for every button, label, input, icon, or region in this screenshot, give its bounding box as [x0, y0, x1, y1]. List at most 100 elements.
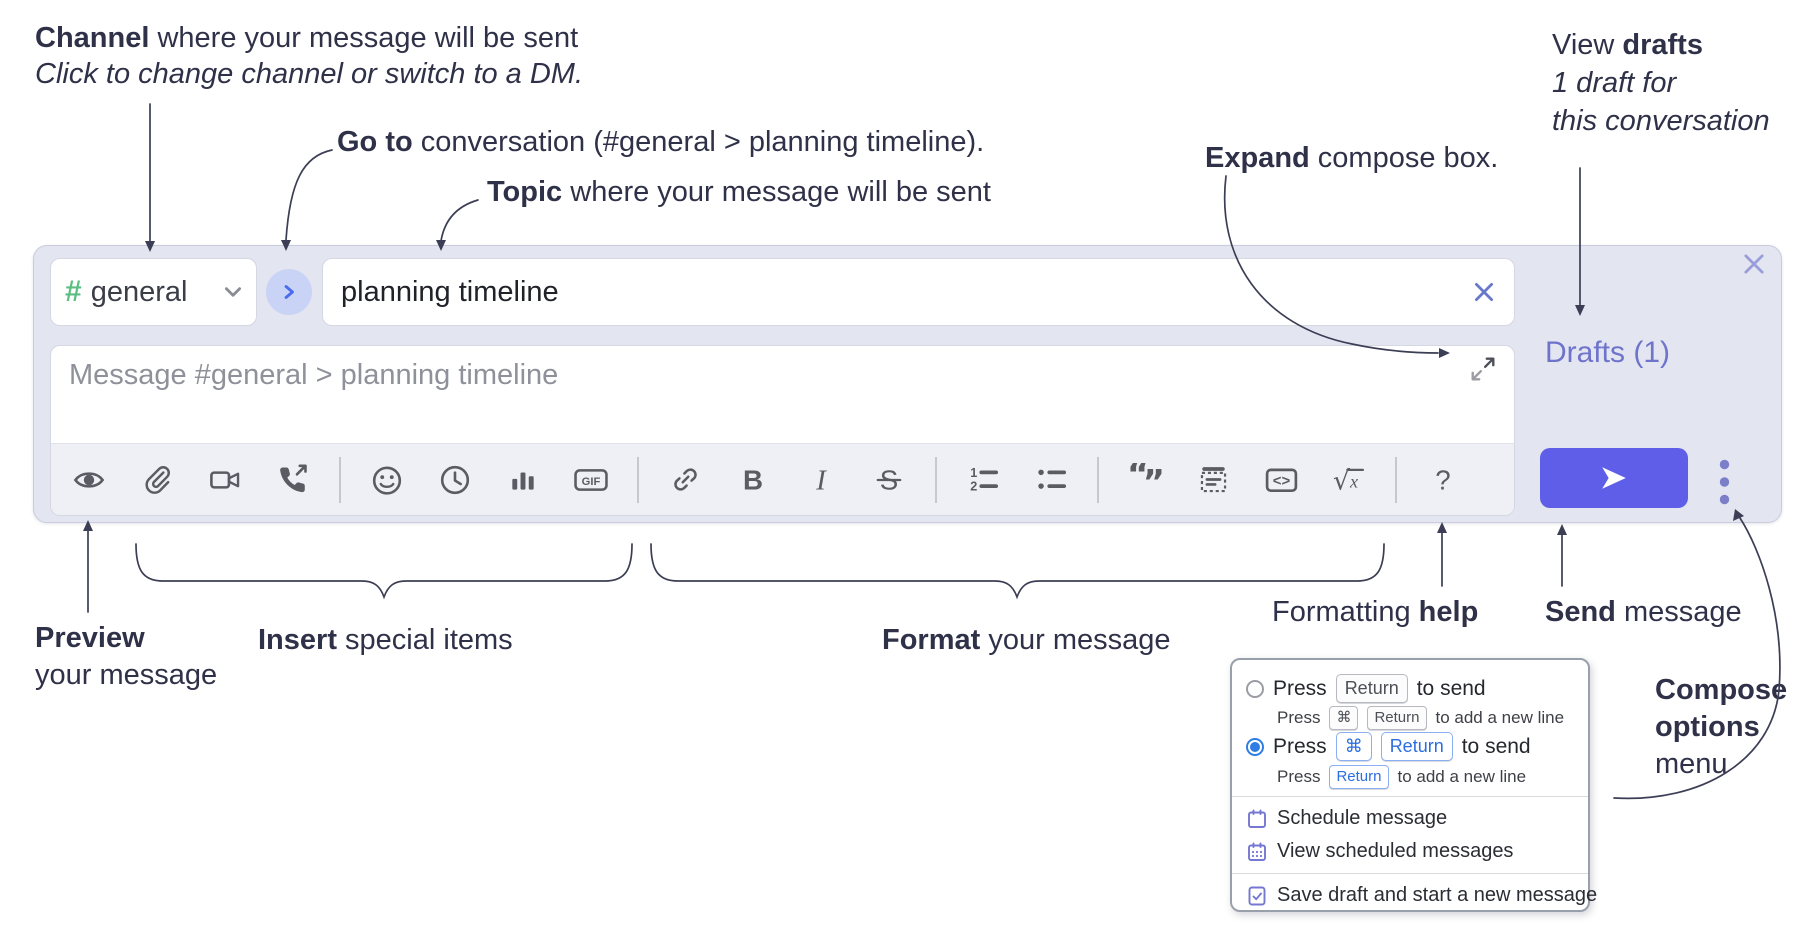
channel-selector-button[interactable]: # general: [50, 258, 257, 326]
insert-annotation: Insert special items: [258, 622, 513, 658]
toolbar-divider: [1395, 456, 1397, 503]
formatting-help-bold: help: [1418, 596, 1479, 628]
key-return: Return: [1329, 765, 1389, 789]
add-poll-button[interactable]: [501, 455, 545, 505]
menu-item-save-draft-new-message[interactable]: Save draft and start a new message: [1246, 884, 1597, 907]
bold-label: B: [743, 464, 763, 495]
ol-2-label: 2: [970, 480, 977, 494]
channel-annotation-rest: where your message will be sent: [149, 22, 579, 54]
math-x-glyph: x: [1349, 471, 1358, 491]
add-gif-button[interactable]: GIF: [569, 455, 613, 505]
attach-file-button[interactable]: [135, 455, 179, 505]
attach-paperclip-icon: [145, 465, 170, 494]
spoiler-icon: [1200, 467, 1226, 493]
view-drafts-line3: this conversation: [1552, 105, 1770, 137]
key-return: Return: [1367, 706, 1427, 730]
goto-annotation-bold: Go to: [337, 126, 413, 158]
topic-input-box: [322, 258, 1515, 326]
preview-annotation-line2: your message: [35, 659, 218, 691]
format-items-brace: [650, 543, 1385, 600]
bulleted-list-button[interactable]: [1029, 455, 1073, 505]
code-button[interactable]: <>: [1259, 455, 1303, 505]
enter-sends-popup: Press Return to send Press ⌘ Return to a…: [1230, 658, 1597, 912]
channel-annotation-line1: Channel where your message will be sent: [35, 20, 583, 56]
code-icon: <>: [1265, 468, 1297, 492]
drafts-link[interactable]: Drafts (1): [1545, 336, 1671, 369]
preview-message-button[interactable]: [67, 455, 111, 505]
menu-item-view-scheduled-messages[interactable]: View scheduled messages: [1246, 840, 1580, 863]
goto-annotation: Go to conversation (#general > planning …: [337, 124, 984, 160]
connector-goto-arrow: [281, 149, 333, 251]
start-audio-call-button[interactable]: [271, 455, 315, 505]
message-card: GIF B I S 12 “”: [50, 345, 1515, 516]
compose-options-menu-button[interactable]: [1711, 456, 1737, 508]
add-emoji-button[interactable]: [365, 455, 409, 505]
menu-item-label: Schedule message: [1277, 807, 1448, 829]
format-annotation-bold: Format: [882, 624, 981, 656]
toolbar-divider: [1097, 456, 1099, 503]
clear-topic-button[interactable]: [1464, 272, 1504, 312]
view-drafts-annotation: View drafts 1 draft for this conversatio…: [1552, 26, 1770, 140]
link-icon: [673, 468, 697, 491]
bold-icon: B: [743, 464, 763, 495]
compose-options-annotation: Compose options menu: [1655, 672, 1787, 783]
channel-selector-label: general: [90, 275, 188, 308]
insert-annotation-bold: Insert: [258, 624, 337, 656]
key-return: Return: [1380, 732, 1453, 761]
compose-options-line1: Compose: [1655, 674, 1788, 706]
menu-item-schedule-message[interactable]: Schedule message: [1246, 807, 1580, 830]
expand-annotation-rest: compose box.: [1309, 142, 1499, 174]
strikethrough-icon: S: [876, 464, 902, 495]
option2-pre: Press: [1273, 734, 1327, 758]
compose-options-line3: menu: [1655, 748, 1728, 780]
chevron-right-icon: [284, 285, 294, 299]
option1-pre: Press: [1273, 676, 1327, 700]
enter-sends-option-1[interactable]: Press Return to send: [1246, 674, 1580, 703]
enter-sends-option-2[interactable]: Press ⌘ Return to send: [1246, 732, 1580, 761]
message-formatting-help-button[interactable]: ?: [1421, 455, 1465, 505]
time-clock-icon: [440, 465, 470, 494]
math-button[interactable]: √x: [1327, 455, 1371, 505]
audio-call-icon: [280, 464, 307, 492]
topic-annotation: Topic where your message will be sent: [487, 174, 991, 210]
enter-sends-option-2-sub: Press Return to add a new line: [1277, 765, 1580, 789]
insert-annotation-rest: special items: [336, 624, 513, 656]
italic-button[interactable]: I: [799, 455, 843, 505]
send-button[interactable]: [1540, 448, 1688, 508]
bold-button[interactable]: B: [731, 455, 775, 505]
option2-sub-pre: Press: [1277, 767, 1321, 786]
popup-divider: [1232, 796, 1588, 797]
close-compose-button[interactable]: [1738, 248, 1770, 280]
gif-label: GIF: [582, 475, 601, 487]
topic-input[interactable]: [323, 275, 1464, 309]
strikethrough-button[interactable]: S: [867, 455, 911, 505]
channel-annotation-sub: Click to change channel or switch to a D…: [35, 58, 584, 90]
video-call-icon: [210, 470, 240, 489]
start-video-call-button[interactable]: [203, 455, 247, 505]
ol-1-label: 1: [970, 466, 977, 480]
italic-label: I: [815, 464, 827, 495]
option1-post: to send: [1416, 676, 1486, 700]
view-drafts-line1: View drafts: [1552, 26, 1770, 64]
goto-annotation-rest: conversation (#general > planning timeli…: [412, 126, 985, 158]
code-label: <>: [1272, 472, 1290, 489]
quote-icon: “”: [1127, 463, 1163, 497]
numbered-list-icon: 12: [970, 466, 998, 494]
connector-preview-arrow: [83, 520, 93, 613]
format-annotation-rest: your message: [980, 624, 1171, 656]
expand-compose-button[interactable]: [1466, 352, 1500, 386]
message-input[interactable]: [51, 346, 1514, 442]
insert-link-button[interactable]: [663, 455, 707, 505]
spoiler-button[interactable]: [1191, 455, 1235, 505]
channel-annotation-bold: Channel: [35, 22, 150, 54]
help-label: ?: [1435, 464, 1450, 495]
quote-button[interactable]: “”: [1123, 455, 1167, 505]
format-annotation: Format your message: [882, 622, 1171, 658]
add-global-time-button[interactable]: [433, 455, 477, 505]
key-cmd: ⌘: [1329, 706, 1359, 730]
close-icon: [1744, 254, 1764, 274]
toolbar-divider: [339, 456, 341, 503]
go-to-conversation-button[interactable]: [266, 269, 312, 315]
